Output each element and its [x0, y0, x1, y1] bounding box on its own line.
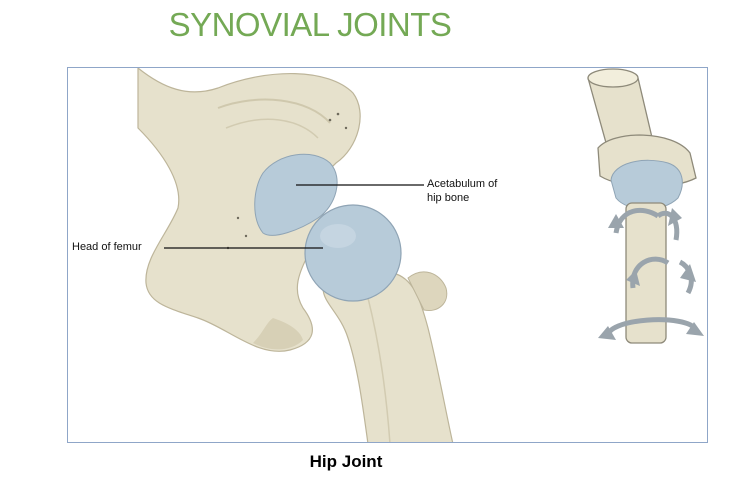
acetabulum-label-line2: hip bone	[427, 192, 470, 204]
ball-socket-model	[587, 68, 704, 344]
slide-title: SYNOVIAL JOINTS	[168, 6, 452, 43]
figure-caption: Hip Joint	[309, 452, 383, 471]
femur-head	[304, 204, 402, 302]
acetabulum-label-line1: Acetabulum of	[427, 178, 498, 190]
illustration-frame: Acetabulum of hip bone Head of femur	[67, 67, 708, 443]
acetabulum-socket	[254, 153, 338, 236]
hip-bone	[137, 68, 361, 352]
hip-joint-illustration	[137, 68, 704, 442]
head-of-femur-label: Head of femur	[72, 241, 142, 253]
greater-trochanter	[407, 271, 448, 312]
